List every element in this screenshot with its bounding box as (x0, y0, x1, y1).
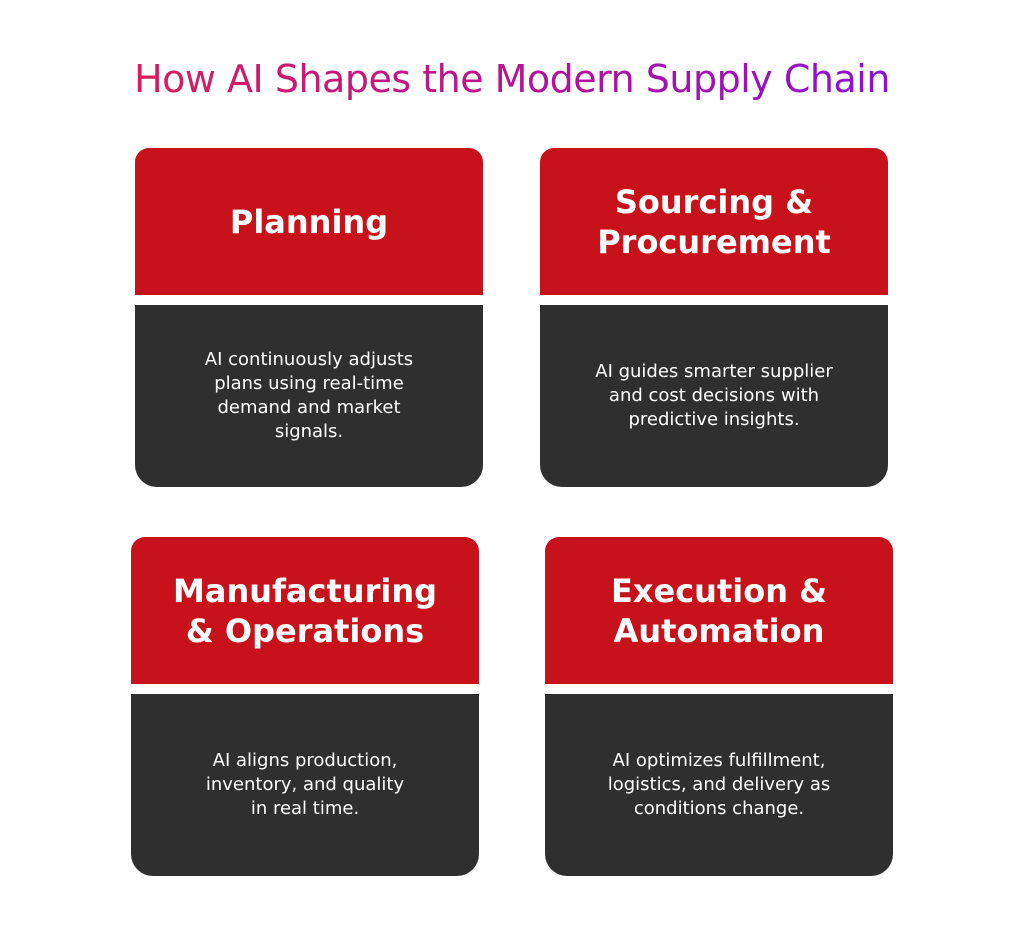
card-planning-description: AI continuously adjusts plans using real… (204, 349, 414, 442)
card-execution-automation-header: Execution & Automation (545, 537, 893, 684)
card-planning-body: AI continuously adjusts plans using real… (135, 305, 483, 487)
card-sourcing-procurement-body: AI guides smarter supplier and cost deci… (540, 305, 888, 487)
card-execution-automation-heading: Execution & Automation (610, 571, 828, 650)
card-sourcing-procurement-heading: Sourcing & Procurement (597, 182, 831, 261)
card-planning-heading: Planning (229, 202, 389, 241)
card-execution-automation-body: AI optimizes fulfillment, logistics, and… (545, 694, 893, 876)
page-title: How AI Shapes the Modern Supply Chain (0, 54, 1024, 104)
card-execution-automation-description: AI optimizes fulfillment, logistics, and… (607, 750, 831, 819)
card-sourcing-procurement-header: Sourcing & Procurement (540, 148, 888, 295)
card-manufacturing-operations-heading: Manufacturing & Operations (173, 571, 437, 650)
page-title-text: How AI Shapes the Modern Supply Chain (134, 57, 890, 101)
card-manufacturing-operations-header: Manufacturing & Operations (131, 537, 479, 684)
card-sourcing-procurement-description: AI guides smarter supplier and cost deci… (595, 361, 833, 430)
card-manufacturing-operations-description: AI aligns production, inventory, and qua… (205, 750, 405, 819)
card-manufacturing-operations-body: AI aligns production, inventory, and qua… (131, 694, 479, 876)
card-planning-header: Planning (135, 148, 483, 295)
